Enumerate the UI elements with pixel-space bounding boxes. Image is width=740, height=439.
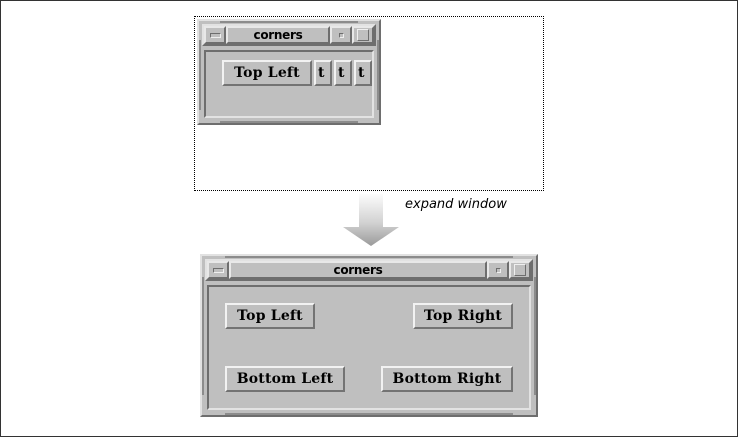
maximize-button[interactable] <box>509 261 531 279</box>
button-top-left[interactable]: Top Left <box>222 60 312 86</box>
small-window-client-area: Top Left t t t <box>204 50 374 118</box>
button-bottom-left-clipped[interactable]: t <box>334 60 352 86</box>
expanded-size-guide <box>194 16 544 191</box>
minimize-button[interactable] <box>204 26 226 44</box>
window-menu-button[interactable] <box>487 261 509 279</box>
small-window[interactable]: corners Top Left t t t <box>197 19 381 125</box>
large-window-frame: corners Top Left Top Right Bottom Left B… <box>202 256 536 415</box>
maximize-icon <box>357 29 369 41</box>
button-top-right[interactable]: Top Right <box>413 303 513 329</box>
minimize-button[interactable] <box>207 261 229 279</box>
small-window-titlebar[interactable]: corners <box>202 24 376 46</box>
button-bottom-right-clipped[interactable]: t <box>354 60 372 86</box>
large-window[interactable]: corners Top Left Top Right Bottom Left B… <box>200 254 538 417</box>
large-window-title: corners <box>229 261 487 279</box>
resize-handle-left[interactable] <box>202 277 204 395</box>
window-menu-button[interactable] <box>330 26 352 44</box>
large-window-client-area: Top Left Top Right Bottom Left Bottom Ri… <box>207 285 531 410</box>
resize-handle-right[interactable] <box>377 40 379 110</box>
resize-handle-right[interactable] <box>534 277 536 395</box>
button-bottom-right[interactable]: Bottom Right <box>381 366 513 392</box>
resize-handle-bottom[interactable] <box>220 121 358 123</box>
maximize-icon <box>514 264 526 276</box>
resize-handle-top[interactable] <box>220 21 358 23</box>
button-top-left[interactable]: Top Left <box>225 303 315 329</box>
minimize-icon <box>212 267 224 273</box>
button-bottom-left[interactable]: Bottom Left <box>225 366 345 392</box>
annotation-label: expand window <box>405 197 507 212</box>
down-arrow-icon <box>343 194 399 246</box>
window-menu-icon <box>338 32 344 38</box>
minimize-icon <box>209 32 221 38</box>
maximize-button[interactable] <box>352 26 374 44</box>
small-window-title: corners <box>226 26 330 44</box>
large-window-titlebar[interactable]: corners <box>205 259 533 281</box>
window-menu-icon <box>495 267 501 273</box>
button-top-right-clipped[interactable]: t <box>314 60 332 86</box>
small-window-frame: corners Top Left t t t <box>199 21 379 123</box>
resize-handle-bottom[interactable] <box>225 413 513 415</box>
resize-handle-top[interactable] <box>225 256 513 258</box>
resize-handle-left[interactable] <box>199 40 201 110</box>
